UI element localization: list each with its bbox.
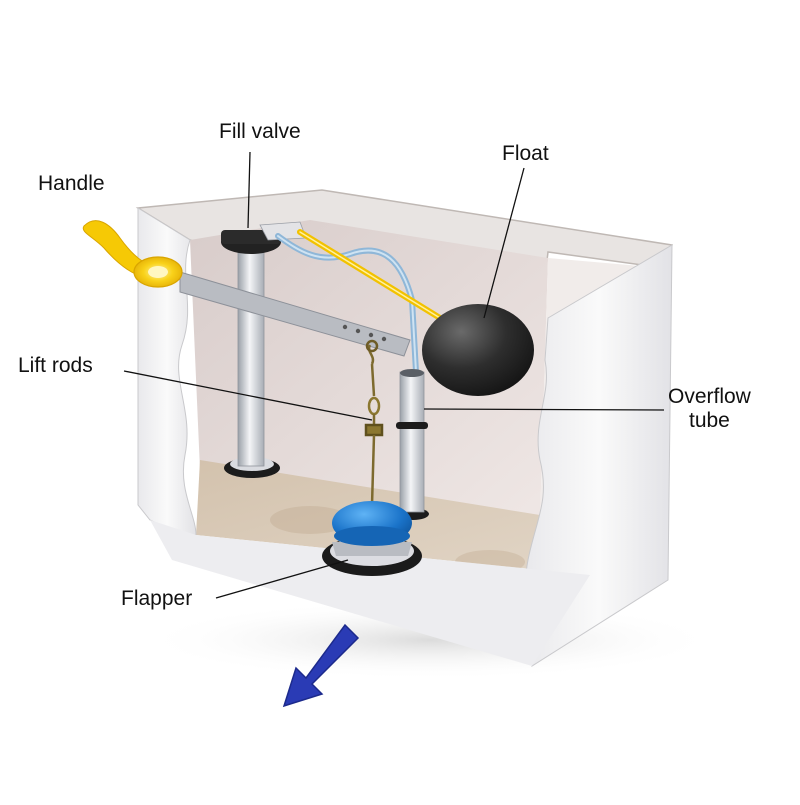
leader-lines: [123, 151, 665, 599]
label-overflow-tube-line1: Overflow: [668, 385, 751, 408]
label-lift-rods: Lift rods: [18, 354, 93, 377]
tank-inner-back-wall: [190, 220, 548, 520]
label-float: Float: [502, 142, 549, 165]
flush-direction-arrow: [282, 623, 360, 708]
label-flapper: Flapper: [121, 587, 193, 610]
lift-rods: [364, 339, 384, 506]
fill-valve-pipe: [237, 247, 265, 467]
label-handle: Handle: [38, 172, 105, 195]
label-fill-valve: Fill valve: [219, 120, 301, 143]
flapper: [322, 501, 422, 576]
leader-overflow-tube: [423, 408, 665, 411]
overflow-tube: [399, 371, 425, 513]
leader-float: [483, 167, 525, 319]
float-ball: [422, 304, 534, 396]
label-overflow-tube-line2: tube: [688, 409, 730, 432]
tank-front-base: [150, 520, 590, 666]
leader-lift-rods: [123, 370, 373, 421]
leader-fill-valve: [247, 151, 251, 229]
leader-flapper: [215, 559, 349, 599]
label-overflow-tube: Overflow tube: [668, 385, 751, 433]
handle: [82, 220, 183, 288]
handle-lever-arm: [179, 271, 411, 357]
